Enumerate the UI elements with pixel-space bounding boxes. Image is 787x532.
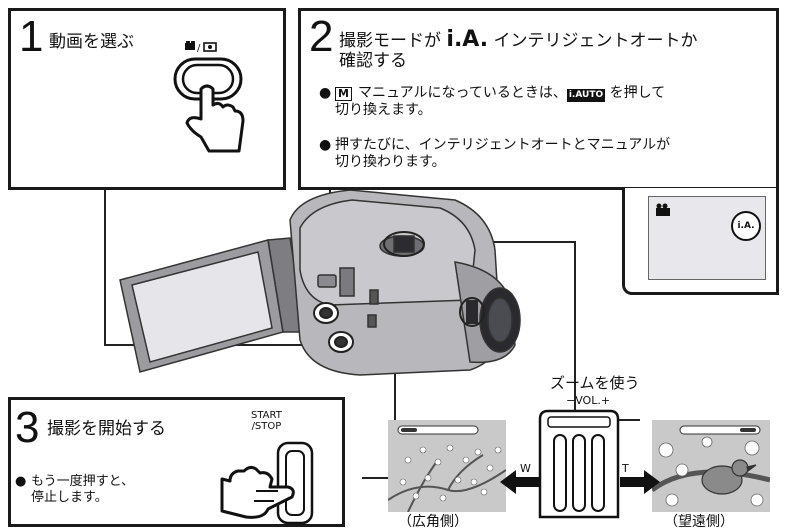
stop-label: /STOP	[251, 421, 282, 432]
step2-title-line2: 確認する	[339, 51, 407, 72]
bullet-glyph: ●	[15, 474, 27, 489]
bullet-glyph: ●	[319, 137, 332, 153]
video-mode-icon	[656, 203, 670, 216]
step1-title: 動画を選ぶ	[49, 32, 134, 52]
step2-bullet2-line1: 押すたびに、インテリジェントオートとマニュアルが	[335, 137, 671, 153]
ia-mode-label: i.A.	[446, 27, 489, 52]
start-stop-label: START /STOP	[251, 410, 282, 432]
zoom-w-label: W	[520, 462, 531, 475]
arrow-right-icon	[620, 470, 660, 494]
step2-title-a: 撮影モードが	[339, 31, 447, 51]
step3-bullet-line1: もう一度押すと、	[31, 474, 135, 489]
step2-bullet1: ●M マニュアルになっているときは、i.AUTO を押して 切り換えます。	[319, 85, 665, 119]
step3-bullet: ● もう一度押すと、 停止します。	[15, 474, 134, 505]
step3-number: 3	[15, 403, 40, 452]
start-stop-press-illustration	[220, 441, 314, 525]
step2-bullet1-b: を押して	[605, 85, 666, 101]
ia-screen-badge: i.A.	[731, 211, 761, 241]
manual-badge: M	[335, 87, 352, 101]
video-still-icon: /	[185, 41, 217, 54]
step2-bullet1-a: マニュアルになっているときは、	[357, 85, 567, 101]
step2-number: 2	[309, 12, 334, 61]
step2-title-b: インテリジェントオートか	[488, 31, 698, 51]
camera-body	[289, 189, 521, 376]
zoom-title: ズームを使う	[550, 374, 640, 392]
mode-buttons	[313, 302, 354, 353]
wide-angle-image	[388, 420, 506, 512]
tele-caption: （望遠側）	[664, 514, 734, 530]
step2-title: 撮影モードが i.A. インテリジェントオートか 確認する	[339, 27, 698, 72]
bird-shape	[701, 459, 757, 495]
step2-bullet2-line2: 切り換わります。	[335, 153, 446, 170]
zoom-lever-illustration	[538, 409, 620, 519]
zoom-t-label: T	[622, 462, 629, 475]
plum-blossom-wide	[388, 425, 506, 512]
tele-image	[652, 420, 770, 512]
step3-bullet-line2: 停止します。	[31, 489, 108, 505]
step1-panel: 1 動画を選ぶ /	[8, 8, 286, 190]
lcd-screen	[119, 237, 306, 373]
start-label: START	[251, 410, 282, 421]
step1-number: 1	[19, 12, 44, 61]
bullet-glyph: ●	[319, 85, 332, 101]
wide-caption: （広角側）	[398, 514, 468, 530]
step2-bullet1-line2: 切り換えます。	[335, 102, 432, 118]
step2-bullet2: ●押すたびに、インテリジェントオートとマニュアルが 切り換わります。	[319, 137, 670, 171]
step3-panel: 3 撮影を開始する ● もう一度押すと、 停止します。 START /STOP	[8, 397, 345, 527]
step3-title: 撮影を開始する	[47, 419, 166, 439]
arrow-left-icon	[500, 470, 540, 494]
mode-button-press-illustration: /	[173, 41, 245, 153]
svg-text:/: /	[197, 43, 201, 54]
iauto-badge: i.AUTO	[566, 89, 606, 102]
plum-blossom-tele	[652, 425, 770, 507]
lcd-preview: i.A.	[648, 196, 766, 280]
vol-label: −VOL.+	[566, 394, 611, 407]
